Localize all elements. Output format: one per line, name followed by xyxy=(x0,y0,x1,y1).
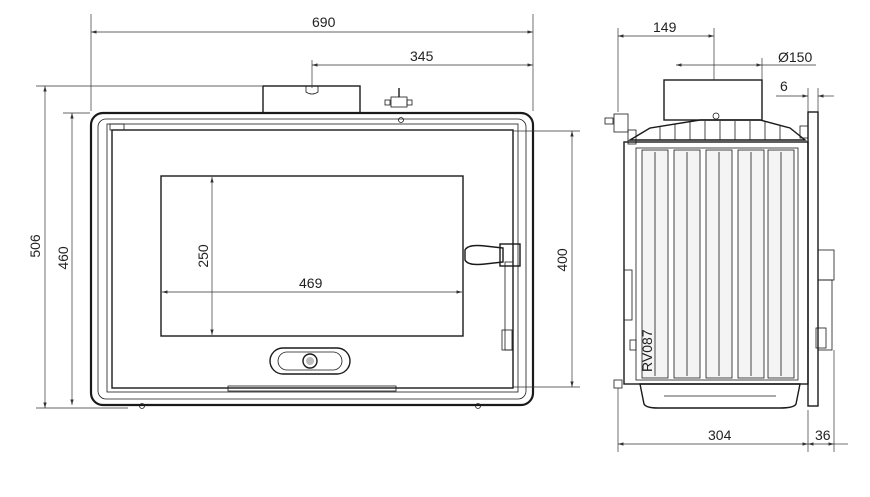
dim-400-label: 400 xyxy=(554,248,570,272)
side-front-plate xyxy=(807,111,819,407)
dim-36-label: 36 xyxy=(815,427,831,443)
dim-250-label: 250 xyxy=(195,244,211,268)
dim-304-label: 304 xyxy=(708,427,732,443)
dim-506-label: 506 xyxy=(27,234,43,258)
side-flue-collar xyxy=(663,79,763,121)
side-view: RV087 149 Ø150 6 304 xyxy=(604,19,848,452)
dim-d150-label: Ø150 xyxy=(778,49,812,65)
door-handle xyxy=(464,243,521,351)
side-heat-fins xyxy=(641,149,795,379)
outer-frame xyxy=(89,111,535,407)
dim-469-label: 469 xyxy=(299,275,323,291)
flue-collar xyxy=(262,85,361,114)
side-bolt-left xyxy=(604,113,637,145)
door-glass xyxy=(160,175,464,337)
air-control-knob xyxy=(384,88,413,123)
dim-460-label: 460 xyxy=(55,246,71,270)
dim-149-label: 149 xyxy=(653,19,677,35)
dim-345-label: 345 xyxy=(410,48,434,64)
dim-690-label: 690 xyxy=(312,14,336,30)
side-plate-text: RV087 xyxy=(639,329,655,372)
side-base-tray xyxy=(639,383,801,409)
door-panel xyxy=(111,129,514,389)
side-top-dome xyxy=(627,119,807,141)
front-view: 690 345 506 460 250 469 400 xyxy=(27,14,580,409)
dim-6-label: 6 xyxy=(780,78,788,94)
air-regulator-badge xyxy=(269,347,351,375)
